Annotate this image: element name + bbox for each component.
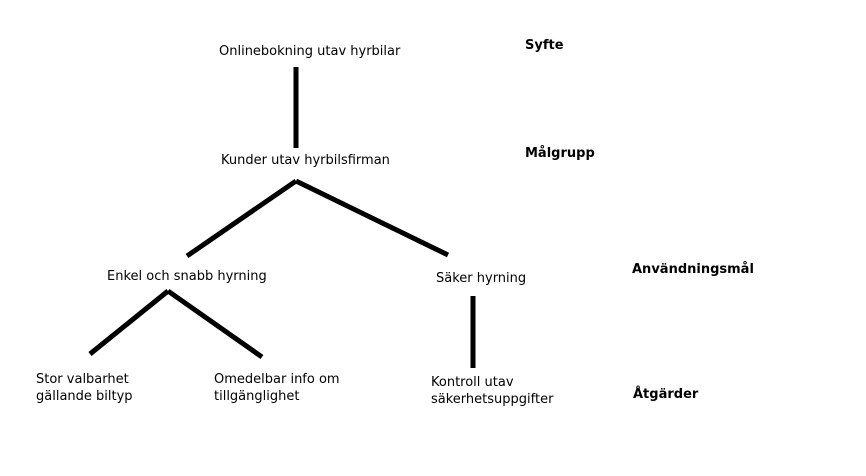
node-atgard-valbarhet: Stor valbarhet gällande biltyp <box>36 371 133 405</box>
node-atgard-valbarhet-line-2: gällande biltyp <box>36 389 133 404</box>
node-mal-enkel: Enkel och snabb hyrning <box>107 269 267 284</box>
node-atgard-info: Omedelbar info om tillgänglighet <box>214 371 340 405</box>
connector-malgrupp-mal-1 <box>185 178 298 259</box>
node-syfte: Onlinebokning utav hyrbilar <box>219 44 401 59</box>
node-atgard-kontroll-line-2: säkerhetsuppgifter <box>431 392 554 407</box>
connector-mal-1-atgard-1 <box>88 289 170 356</box>
node-atgard-kontroll: Kontroll utav säkerhetsuppgifter <box>431 374 553 408</box>
connector-mal-1-atgard-2 <box>166 288 264 360</box>
connector-malgrupp-mal-2 <box>294 178 450 258</box>
node-atgard-info-line-2: tillgänglighet <box>214 389 300 404</box>
node-atgard-kontroll-line-1: Kontroll utav <box>431 375 514 390</box>
level-label-syfte: Syfte <box>525 38 564 53</box>
level-label-malgrupp: Målgrupp <box>525 146 595 161</box>
node-atgard-info-line-1: Omedelbar info om <box>214 372 340 387</box>
level-label-anvandningsmal: Användningsmål <box>632 262 754 277</box>
node-atgard-valbarhet-line-1: Stor valbarhet <box>36 372 129 387</box>
node-mal-saker: Säker hyrning <box>436 271 527 286</box>
level-label-atgarder: Åtgärder <box>633 387 699 402</box>
node-malgrupp: Kunder utav hyrbilsfirman <box>221 153 390 168</box>
